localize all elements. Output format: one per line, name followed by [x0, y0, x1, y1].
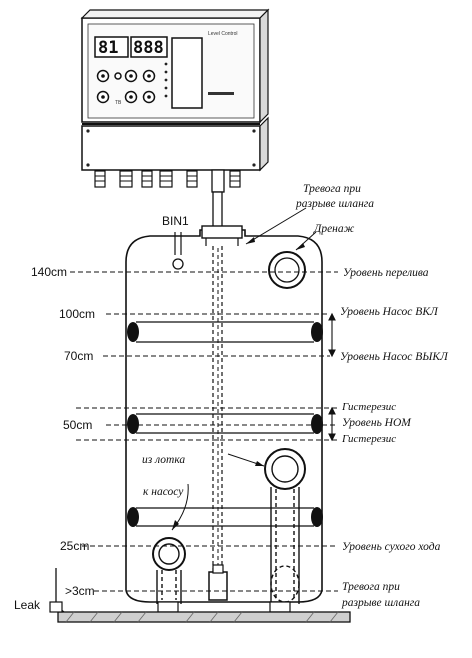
leak-sensor	[49, 568, 65, 613]
level-140-label: 140cm	[31, 265, 67, 279]
button-2[interactable]	[114, 72, 122, 80]
display-left	[94, 36, 129, 58]
pump-on-level-text: Уровень Насос ВКЛ	[340, 306, 439, 318]
pump-off-level-text: Уровень Насос ВЫКЛ	[340, 351, 449, 363]
drain-text: Дренаж	[313, 223, 355, 235]
display-right-value: 888	[133, 38, 164, 58]
from-tray-line1: из лотка	[142, 454, 185, 466]
hysteresis-bottom-text: Гистерезис	[341, 433, 396, 445]
pressure-pipe	[212, 191, 223, 229]
bin1-float	[172, 258, 184, 270]
cable-glands	[94, 170, 241, 188]
leak-label: Leak	[14, 598, 41, 612]
level-3-label: >3cm	[65, 584, 95, 598]
tank-feet	[157, 601, 291, 613]
tank-bands	[136, 321, 314, 527]
brand-text: Level Control	[208, 31, 237, 37]
suction-pipe	[264, 448, 306, 604]
level-25-label: 25cm	[60, 539, 89, 553]
level-100-label: 100cm	[59, 307, 95, 321]
level-lines	[70, 271, 338, 592]
viewing-window	[171, 37, 203, 109]
dry-run-level-text: Уровень сухого хода	[342, 541, 441, 553]
bin1-label: BIN1	[162, 214, 189, 228]
hose-alarm-top-line1: Тревога при	[303, 183, 361, 195]
hose-alarm-bottom-line2: разрыве шланга	[341, 597, 420, 609]
level-70-label: 70cm	[64, 349, 93, 363]
hysteresis-top-text: Гистерезис	[341, 401, 396, 413]
hose-alarm-bottom-line1: Тревога при	[342, 581, 400, 593]
ground-base	[57, 611, 351, 623]
terminal-box	[81, 125, 261, 171]
from-tray-line2: к насосу	[143, 486, 184, 498]
display-right	[130, 36, 168, 58]
nom-level-text: Уровень НОМ	[342, 417, 412, 429]
bottom-sensor	[208, 571, 228, 601]
top-fitting	[201, 225, 243, 239]
status-led-column	[164, 62, 168, 98]
tank	[125, 225, 323, 604]
hose-alarm-top-line2: разрыве шланга	[295, 198, 374, 210]
overflow-level-text: Уровень перелива	[343, 267, 429, 279]
controller-unit: 81 888 Level Control T	[80, 8, 270, 193]
pressure-connector	[211, 169, 225, 193]
svg-text:TB: TB	[115, 100, 122, 106]
inlet-pipe	[152, 537, 186, 604]
level-50-label: 50cm	[63, 418, 92, 432]
display-left-value: 81	[98, 38, 118, 58]
